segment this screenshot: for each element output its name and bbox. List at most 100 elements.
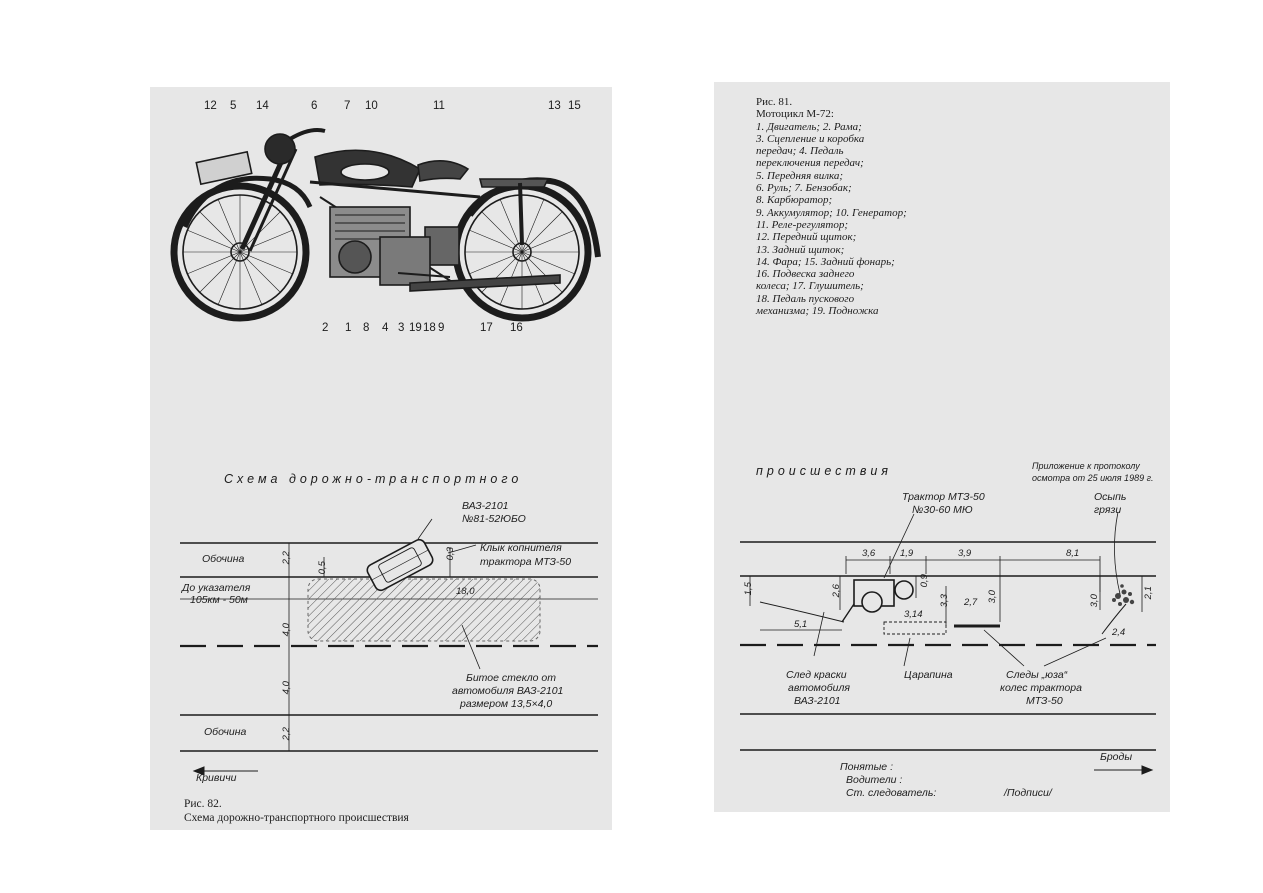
tractor-mtz-50	[841, 579, 914, 623]
legend-line: механизма; 19. Подножка	[756, 305, 879, 318]
motorcycle-illustration	[170, 128, 601, 322]
car-model-label: ВАЗ-2101	[462, 500, 509, 512]
witnesses-label: Понятые :	[840, 761, 893, 773]
dim-3-0b: 3,0	[1088, 594, 1100, 608]
callout-18: 18	[423, 322, 436, 334]
skid-label-3: МТЗ-50	[1026, 695, 1063, 707]
appendix-line-1: Приложение к протоколу	[1032, 461, 1140, 471]
callout-11: 11	[433, 100, 445, 112]
to-sign-label-1: До указателя	[182, 582, 251, 594]
dim-3-3: 3,3	[938, 594, 950, 608]
callout-13: 13	[548, 100, 561, 112]
legend-line: 9. Аккумулятор; 10. Генератор;	[756, 206, 907, 219]
legend-line: 13. Задний щиток;	[756, 243, 845, 256]
fig81-legend: Рис. 81. Мотоцикл М-72: 1. Двигатель; 2.…	[756, 96, 907, 317]
dim-2-1: 2,1	[1142, 586, 1154, 600]
callout-6: 6	[311, 100, 318, 112]
dim-0-3: 0,3	[444, 547, 456, 561]
paint-label-3: ВАЗ-2101	[794, 695, 841, 707]
callout-16: 16	[510, 322, 523, 334]
tractor-label-1: Трактор МТЗ-50	[902, 491, 985, 503]
dim-2-6: 2,6	[830, 584, 842, 598]
left-page: 12 5 14 6 7 10 11 13 15 2 1 8 4 3 19 18 …	[150, 87, 612, 830]
shoulder-top-label: Обочина	[202, 553, 245, 565]
spill-label-2: грязи	[1094, 504, 1122, 516]
legend-line: переключения передач;	[756, 157, 864, 170]
skid-label-2: колес трактора	[1000, 682, 1082, 694]
right-page: Рис. 81. Мотоцикл М-72: 1. Двигатель; 2.…	[714, 82, 1170, 812]
callout-8: 8	[363, 322, 370, 334]
callout-1: 1	[345, 322, 352, 334]
fig82-title: Рис. 82.	[184, 798, 222, 810]
paint-label-1: След краски	[786, 669, 847, 681]
glass-label-1: Битое стекло от	[466, 672, 556, 684]
dim-3-9: 3,9	[958, 548, 972, 559]
dim-1-9: 1,9	[900, 548, 914, 559]
dim-4-0-upper: 4,0	[280, 623, 292, 637]
to-sign-label-2: 105км - 50м	[190, 594, 248, 606]
dim-8-1: 8,1	[1066, 548, 1080, 559]
legend-line: 3. Сцепление и коробка	[756, 132, 865, 145]
direction-right-label: Броды	[1100, 751, 1133, 763]
callout-12: 12	[204, 100, 217, 112]
fig82-caption: Схема дорожно-транспортного происшествия	[184, 812, 409, 824]
callout-10: 10	[365, 100, 378, 112]
legend-line: 12. Передний щиток;	[756, 231, 857, 244]
drivers-label: Водители :	[846, 774, 903, 786]
dim-0-5: 0,5	[316, 561, 328, 575]
spill-label-1: Осыпь	[1094, 491, 1127, 503]
legend-line: 6. Руль; 7. Бензобак;	[756, 182, 852, 195]
callout-7: 7	[344, 100, 351, 112]
investigator-label: Ст. следователь:	[846, 787, 937, 799]
dim-0-9: 0,9	[918, 574, 930, 588]
front-wheel-spokes	[183, 195, 297, 309]
callout-14: 14	[256, 100, 269, 112]
car-vaz-2101	[366, 538, 434, 592]
legend-line: 11. Реле-регулятор;	[756, 218, 849, 231]
glass-label-2: автомобиля ВАЗ-2101	[452, 685, 564, 697]
callout-4: 4	[382, 322, 389, 334]
broken-glass-area	[307, 578, 541, 642]
dim-3-6: 3,6	[862, 548, 876, 559]
legend-line: 18. Педаль пускового	[756, 292, 855, 305]
dim-2-2-bottom: 2,2	[280, 727, 292, 741]
callout-3: 3	[398, 322, 405, 334]
callout-19: 19	[409, 322, 422, 334]
appendix-line-2: осмотра от 25 июля 1989 г.	[1032, 473, 1154, 483]
scratch-label: Царапина	[904, 669, 953, 681]
legend-line: 1. Двигатель; 2. Рама;	[756, 120, 862, 133]
tractor-label-2: №30-60 МЮ	[912, 504, 973, 516]
dim-18-0: 18,0	[456, 586, 475, 597]
dim-1-5: 1,5	[742, 582, 754, 596]
legend-line: передач; 4. Педаль	[756, 145, 844, 158]
shoulder-bottom-label: Обочина	[204, 726, 247, 738]
callout-9: 9	[438, 322, 445, 334]
car-plate-label: №81-52ЮБО	[462, 513, 526, 525]
scheme-heading-left: Схема дорожно-транспортного	[224, 472, 523, 486]
legend-line: 16. Подвеска заднего	[756, 268, 855, 281]
callout-15: 15	[568, 100, 581, 112]
fang-label-2: трактора МТЗ-50	[480, 556, 572, 568]
glass-label-3: размером 13,5×4,0	[460, 698, 553, 710]
legend-line: 8. Карбюратор;	[756, 194, 833, 207]
dim-3-14: 3,14	[904, 609, 923, 620]
legend-line: 5. Передняя вилка;	[756, 169, 844, 182]
dim-2-7: 2,7	[964, 597, 978, 608]
legend-line: 14. Фара; 15. Задний фонарь;	[756, 255, 895, 268]
fang-label-1: Клык копнителя	[480, 542, 562, 554]
skid-label-1: Следы „юза“	[1006, 669, 1068, 681]
callout-2: 2	[322, 322, 329, 334]
legend-line: Мотоцикл М-72:	[756, 108, 834, 121]
dim-4-0-lower: 4,0	[280, 681, 292, 695]
legend-line: Рис. 81.	[756, 96, 793, 108]
callout-5: 5	[230, 100, 237, 112]
dim-2-2-top: 2,2	[280, 551, 292, 565]
signatures-label: /Подписи/	[1004, 787, 1052, 799]
paint-label-2: автомобиля	[788, 682, 850, 694]
direction-left-label: Кривичи	[196, 772, 237, 784]
dim-3-0a: 3,0	[986, 590, 998, 604]
dim-5-1: 5,1	[794, 619, 808, 630]
legend-line: колеса; 17. Глушитель;	[756, 280, 864, 293]
dim-2-4: 2,4	[1112, 627, 1126, 638]
callout-17: 17	[480, 322, 493, 334]
